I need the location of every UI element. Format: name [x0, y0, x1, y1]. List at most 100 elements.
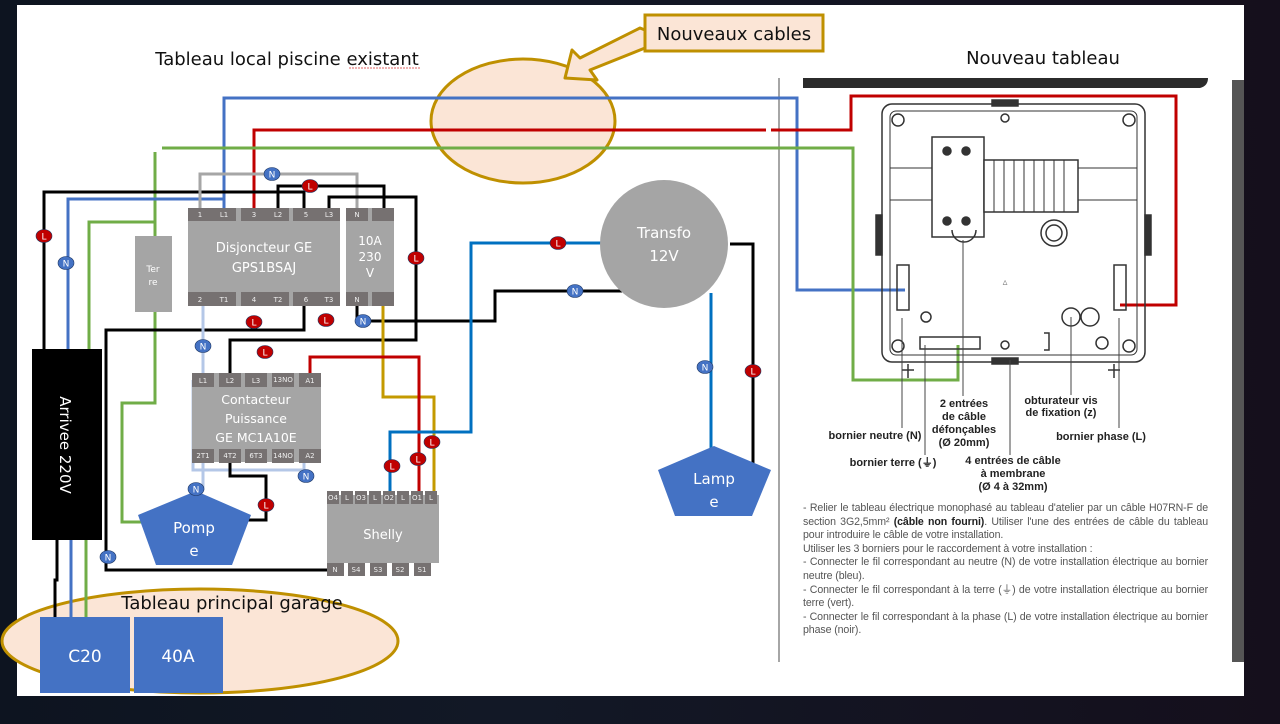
neutral-marker-label: N — [702, 364, 709, 374]
label-bornier-terre: bornier terre (⏚) — [850, 456, 937, 469]
neutral-marker-label: N — [63, 260, 70, 270]
transfo-12v[interactable] — [600, 180, 728, 308]
doc-para-2: Utiliser les 3 borniers pour le raccorde… — [803, 542, 1093, 555]
shelly-term-l-4: L — [429, 494, 433, 502]
doc-instructions: - Relier le tableau électrique monophasé… — [803, 502, 1208, 638]
breaker-10a[interactable] — [346, 208, 394, 306]
live-marker-label: L — [413, 255, 418, 265]
disj-term-l2: L2 — [274, 211, 282, 219]
shelly-term-o1: O1 — [412, 494, 422, 502]
live-marker — [257, 498, 275, 512]
arrivee-label: Arrivee 220V — [56, 396, 74, 494]
disj-term-t3: T3 — [324, 296, 334, 304]
disj-term-t2: T2 — [273, 296, 283, 304]
arrivee-220v[interactable] — [32, 349, 102, 540]
disj-term-3: 3 — [252, 211, 256, 219]
disjoncteur-label-1: Disjoncteur GE — [216, 241, 312, 256]
doc-header-bar — [803, 78, 1208, 88]
disj-term-6: 6 — [304, 296, 309, 304]
breaker-term-n-bottom: N — [354, 296, 359, 304]
live-marker — [317, 313, 335, 327]
cont-term-l2: L2 — [226, 377, 234, 385]
label-entrees-defonc-2: de câble — [942, 411, 986, 423]
disjoncteur-label-2: GPS1BSAJ — [232, 261, 296, 276]
cont-term-6t3: 6T3 — [249, 452, 262, 460]
shelly-term-s4: S4 — [352, 566, 361, 574]
neutral-marker — [57, 256, 75, 270]
live-marker-label: L — [750, 368, 755, 378]
neutral-marker — [263, 167, 281, 181]
neutral-marker — [297, 469, 315, 483]
breaker-label-3: V — [366, 266, 375, 280]
disj-term-l1: L1 — [220, 211, 228, 219]
wire-blue-transfo — [388, 241, 602, 495]
contacteur-ge[interactable] — [192, 373, 321, 463]
cont-term-14no: 14NO — [273, 452, 293, 460]
shelly-term-l-1: L — [345, 494, 349, 502]
shelly-term-o4: O4 — [328, 494, 339, 502]
live-marker — [35, 229, 53, 243]
transfo-label-2: 12V — [649, 247, 679, 265]
wire-neutral-new — [222, 96, 905, 292]
live-marker — [383, 459, 401, 473]
live-marker — [744, 364, 762, 378]
contacteur-label-3: GE MC1A10E — [215, 430, 296, 445]
breaker-term-n-top: N — [354, 211, 359, 219]
pompe-shape[interactable] — [138, 491, 251, 565]
cont-term-4t2: 4T2 — [223, 452, 236, 460]
wire-arrivee-neutral — [66, 197, 224, 350]
live-marker-label: L — [323, 317, 328, 327]
live-marker — [409, 452, 427, 466]
neutral-marker-label: N — [303, 473, 310, 483]
shelly-term-n: N — [332, 566, 337, 574]
shelly-module[interactable] — [327, 491, 439, 576]
wire-live-contactor-2 — [104, 306, 331, 572]
cont-term-13no: 13NO — [273, 376, 293, 384]
breaker-label-1: 10A — [358, 234, 382, 248]
label-entrees-membrane-2: à membrane — [981, 468, 1046, 480]
cont-term-a2: A2 — [305, 452, 314, 460]
callout-text: Nouveaux cables — [657, 24, 811, 45]
wire-c20-live — [53, 540, 59, 617]
shelly-term-l-3: L — [401, 494, 405, 502]
transfo-label-1: Transfo — [636, 224, 691, 242]
neutral-marker — [696, 360, 714, 374]
new-cables-highlight — [429, 57, 617, 185]
breaker-c20[interactable] — [40, 617, 130, 693]
doc-side-bar — [1232, 80, 1244, 662]
live-marker — [301, 179, 319, 193]
cont-term-l3: L3 — [252, 377, 260, 385]
label-entrees-defonc-4: (Ø 20mm) — [939, 437, 990, 449]
slide-canvas — [17, 5, 1244, 696]
live-marker-label: L — [251, 319, 256, 329]
svg-text:△: △ — [1003, 280, 1008, 286]
shelly-term-s3: S3 — [374, 566, 383, 574]
terre-block[interactable] — [135, 236, 172, 312]
wire-neutral-transfo — [355, 289, 622, 323]
neutral-marker — [354, 314, 372, 328]
lampe-shape[interactable] — [658, 446, 771, 516]
title-existing-panel: Tableau local piscine existant — [154, 49, 419, 70]
wire-earth-new — [162, 146, 960, 382]
neutral-marker — [99, 550, 117, 564]
title-new-panel: Nouveau tableau — [966, 48, 1120, 69]
live-marker-label: L — [555, 240, 560, 250]
wire-earth-pompe — [120, 312, 157, 524]
neutral-marker-label: N — [572, 288, 579, 298]
wire-arrivee-live — [42, 190, 306, 350]
wire-red-a1 — [308, 355, 421, 495]
label-entrees-membrane-1: 4 entrées de câble — [965, 455, 1060, 467]
wire-live-l2 — [228, 322, 418, 373]
neutral-marker-label: N — [193, 486, 200, 496]
live-marker-label: L — [389, 463, 394, 473]
cont-term-a1: A1 — [305, 377, 314, 385]
disjoncteur-ge[interactable] — [188, 208, 340, 306]
label-entrees-defonc-3: défonçables — [932, 424, 996, 436]
neutral-marker-label: N — [105, 554, 112, 564]
live-marker — [245, 315, 263, 329]
disj-term-5: 5 — [304, 211, 308, 219]
doc-para-3: - Connecter le fil correspondant au neut… — [803, 556, 1208, 582]
c20-label: C20 — [68, 647, 102, 667]
breaker-40a[interactable] — [134, 617, 223, 693]
